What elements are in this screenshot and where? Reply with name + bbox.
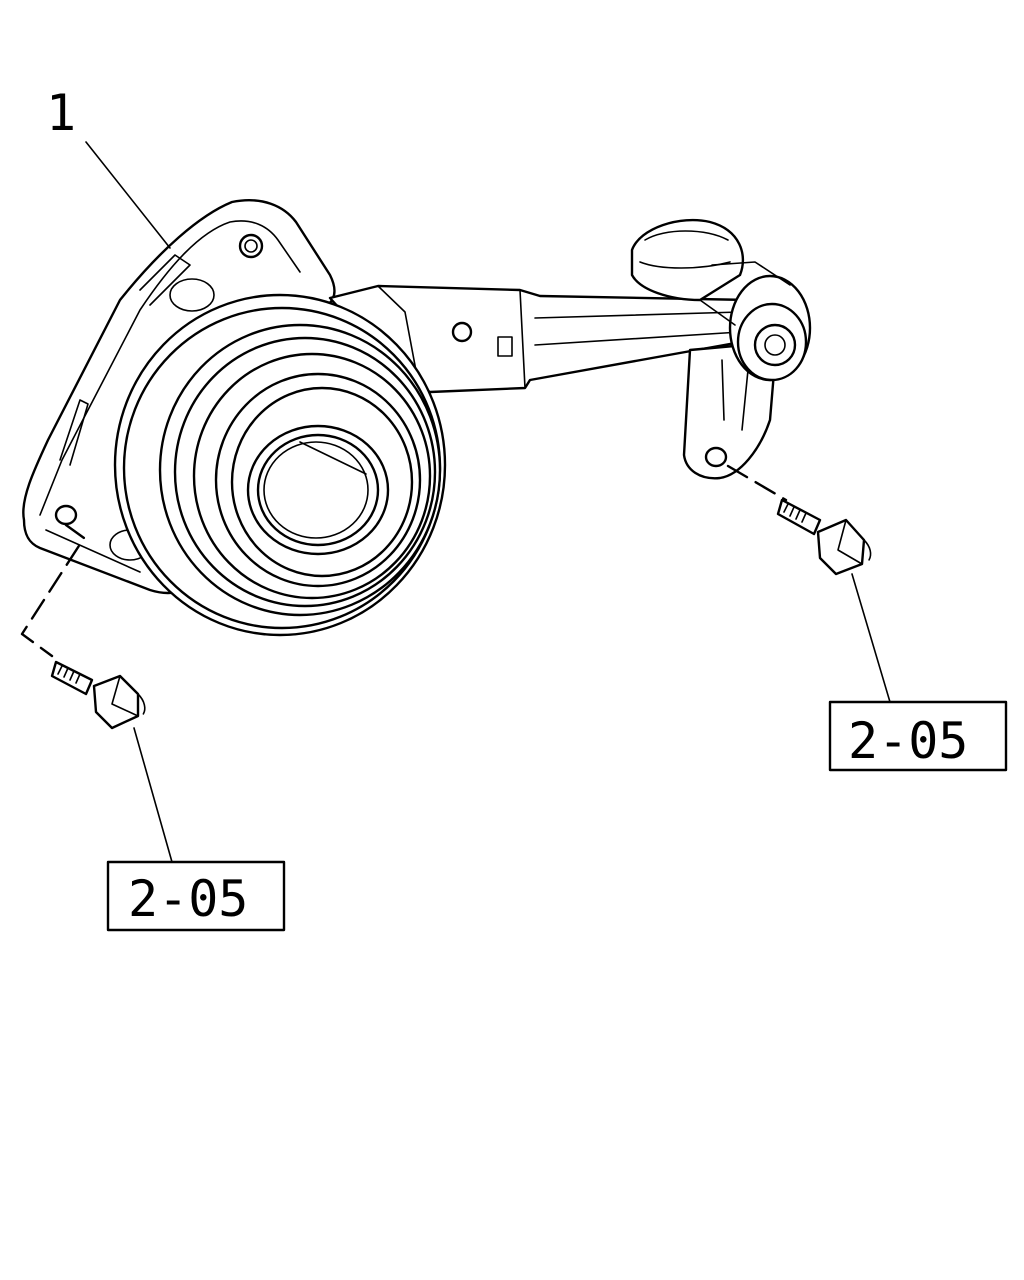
bolt-right xyxy=(726,464,891,703)
clutch-slave-cylinder-part xyxy=(22,141,812,637)
reference-label-right: 2-05 xyxy=(848,712,968,770)
hydraulic-connector xyxy=(630,218,745,302)
right-mounting-bracket xyxy=(682,343,777,480)
part-1-leader-line xyxy=(85,141,171,249)
bolt-left xyxy=(20,523,173,863)
reference-box-left: 2-05 xyxy=(106,860,286,932)
reference-box-right: 2-05 xyxy=(828,700,1008,772)
bearing-bore xyxy=(246,424,390,556)
reference-label-left: 2-05 xyxy=(128,870,248,928)
bracket-bolt-hole-right xyxy=(704,446,728,468)
part-number-label: 1 xyxy=(46,84,76,142)
